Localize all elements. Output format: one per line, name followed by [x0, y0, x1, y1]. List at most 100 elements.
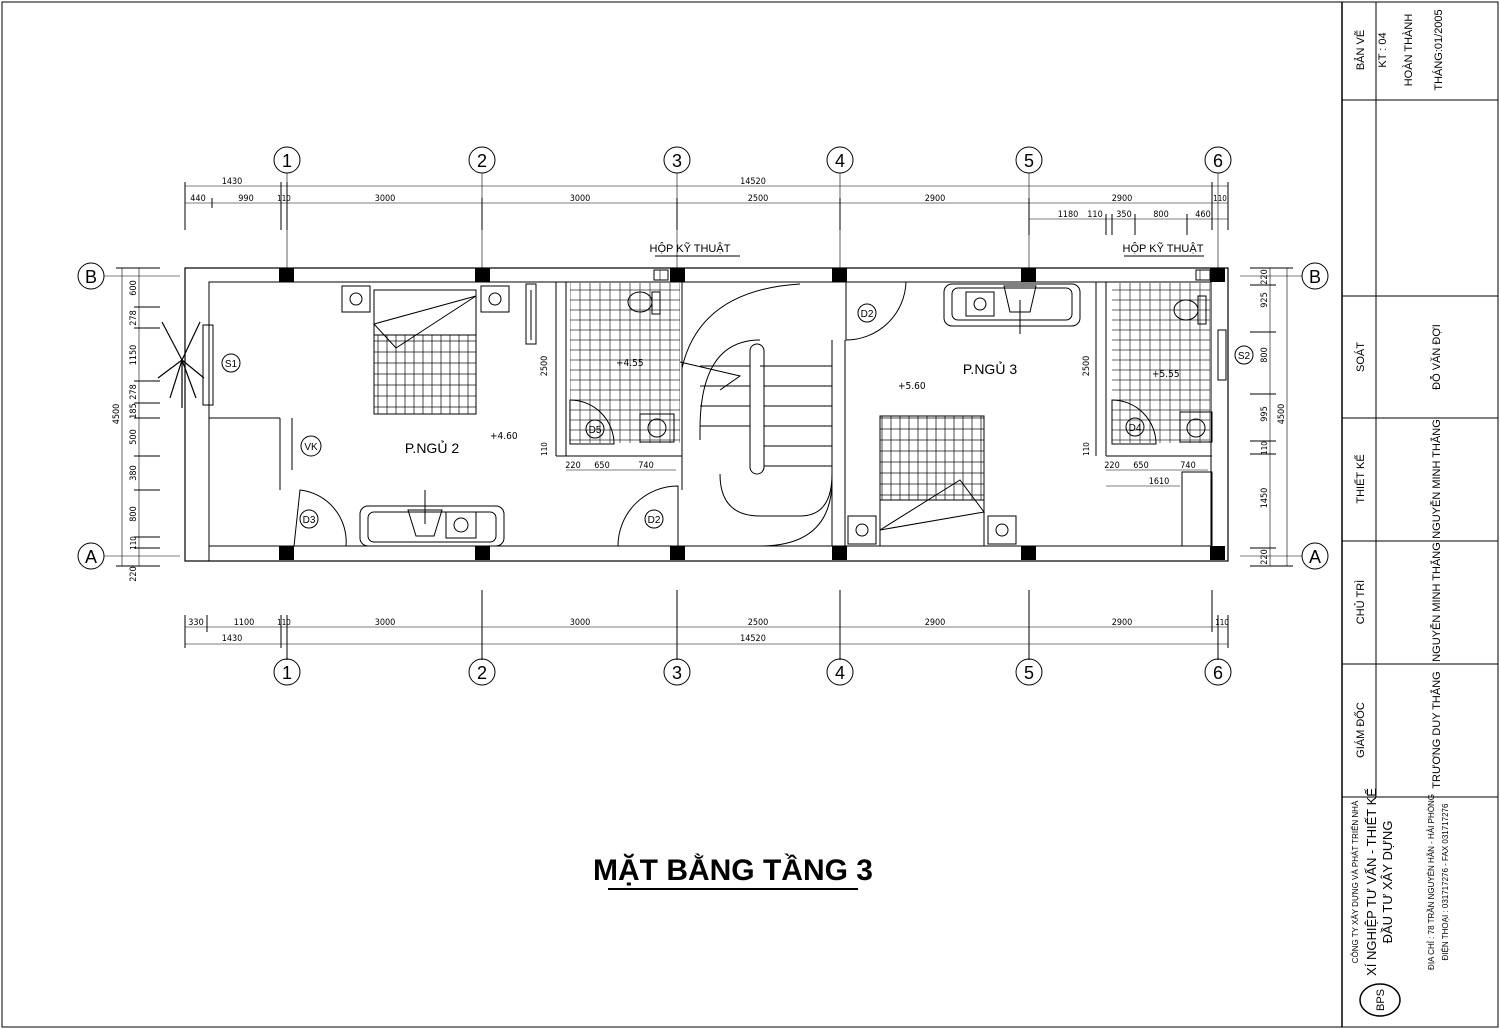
svg-text:110: 110 — [1215, 618, 1229, 627]
svg-text:110: 110 — [277, 618, 291, 627]
role-design: THIẾT KẾ — [1354, 454, 1367, 503]
svg-text:460: 460 — [1195, 210, 1210, 220]
dimension-text-bottom: 330 1100 110 3000 3000 2500 2900 2900 11… — [188, 618, 1229, 644]
toilet-left — [627, 291, 661, 315]
svg-text:14520: 14520 — [740, 634, 766, 644]
level-mark: +5.60 — [898, 381, 926, 392]
axis-1-bottom: 1 — [273, 658, 301, 686]
dimension-text-right: 220 925 800 995 110 1450 220 4500 — [1260, 269, 1287, 564]
axis-B-right: B — [1240, 262, 1329, 290]
svg-text:4500: 4500 — [112, 404, 122, 425]
svg-text:2500: 2500 — [540, 356, 550, 377]
svg-text:800: 800 — [129, 506, 139, 521]
svg-text:500: 500 — [129, 429, 139, 444]
axis-6-bottom: 6 — [1204, 658, 1232, 686]
sheet-number: KT : 04 — [1377, 32, 1389, 67]
svg-text:740: 740 — [1180, 461, 1195, 471]
room-label-bedroom-3: P.NGỦ 3 — [963, 360, 1017, 377]
svg-text:800: 800 — [1153, 210, 1168, 220]
svg-text:14520: 14520 — [740, 177, 766, 187]
dimension-text-left: 600 278 1150 278 185 500 380 800 110 220… — [112, 280, 139, 581]
svg-text:380: 380 — [129, 465, 139, 480]
inner-wall — [208, 281, 1212, 547]
svg-text:990: 990 — [238, 194, 253, 204]
svg-text:995: 995 — [1260, 406, 1270, 421]
svg-text:S2: S2 — [1238, 351, 1251, 362]
wardrobe-right — [1181, 471, 1213, 547]
name-check: ĐỖ VĂN ĐỢI — [1430, 324, 1443, 390]
svg-text:440: 440 — [190, 194, 205, 204]
svg-text:2: 2 — [477, 663, 487, 683]
svg-text:220: 220 — [1260, 549, 1270, 564]
svg-text:110: 110 — [277, 194, 291, 203]
svg-text:D4: D4 — [1129, 423, 1142, 434]
door-d4 — [1111, 399, 1157, 445]
name-design: NGUYỄN MINH THẮNG — [1430, 419, 1443, 539]
dimensions-left — [116, 267, 160, 567]
svg-text:650: 650 — [594, 461, 609, 471]
svg-text:5: 5 — [1024, 663, 1034, 683]
toilet-right — [1173, 295, 1207, 325]
level-mark: +5.55 — [1152, 369, 1180, 380]
svg-text:600: 600 — [129, 280, 139, 295]
tech-box-left-label: HỘP KỸ THUẬT — [650, 242, 731, 255]
svg-text:2500: 2500 — [748, 194, 769, 204]
level-mark: +4.55 — [616, 358, 644, 369]
svg-text:1150: 1150 — [129, 345, 139, 366]
svg-text:D2: D2 — [648, 515, 661, 526]
name-lead: NGUYỄN MINH THẮNG — [1430, 542, 1443, 662]
svg-text:A: A — [85, 547, 97, 567]
tag-s2: S2 — [1234, 345, 1254, 365]
basin-right — [1179, 411, 1213, 443]
company-address: ĐỊA CHỈ : 78 TRẦN NGUYÊN HÃN - HẢI PHÒNG — [1426, 794, 1436, 970]
sheet-status: HOÀN THÀNH — [1402, 14, 1415, 87]
sheet-label: BẢN VẼ — [1354, 30, 1367, 70]
level-mark: +4.60 — [490, 431, 518, 442]
svg-text:2900: 2900 — [925, 618, 946, 628]
company-logo: BPS — [1359, 983, 1401, 1017]
basin-left — [639, 413, 675, 443]
interior-dimensions: 2500 110 220 650 740 2500 110 220 650 74… — [540, 356, 1208, 487]
svg-text:3000: 3000 — [570, 194, 591, 204]
svg-text:3000: 3000 — [570, 618, 591, 628]
tag-d4: D4 — [1125, 417, 1145, 437]
bed-bedroom-3 — [847, 415, 1017, 547]
svg-text:S1: S1 — [225, 359, 238, 370]
tag-vk: VK — [300, 435, 322, 457]
door-d3 — [293, 489, 347, 547]
desk-bedroom-3 — [943, 283, 1081, 334]
svg-text:278: 278 — [129, 310, 139, 325]
svg-text:2900: 2900 — [925, 194, 946, 204]
svg-text:220: 220 — [1104, 461, 1119, 471]
door-d5 — [569, 399, 615, 445]
svg-text:D5: D5 — [589, 425, 602, 436]
svg-text:3000: 3000 — [375, 194, 396, 204]
room-label-bedroom-2: P.NGỦ 2 — [405, 439, 459, 456]
svg-text:740: 740 — [638, 461, 653, 471]
svg-text:2: 2 — [477, 151, 487, 171]
svg-text:2900: 2900 — [1112, 618, 1133, 628]
tag-s1: S1 — [221, 353, 241, 373]
svg-text:110: 110 — [1087, 210, 1102, 220]
outer-wall — [184, 267, 1229, 562]
axis-6-top: 6 — [1204, 146, 1232, 270]
svg-text:D3: D3 — [303, 515, 316, 526]
drawing-title: MẶT BẰNG TẦNG 3 — [593, 853, 873, 887]
svg-text:1430: 1430 — [222, 634, 243, 644]
svg-text:1180: 1180 — [1058, 210, 1079, 220]
svg-text:800: 800 — [1260, 347, 1270, 362]
svg-text:925: 925 — [1260, 292, 1270, 307]
svg-text:330: 330 — [188, 618, 203, 628]
svg-text:278: 278 — [129, 384, 139, 399]
svg-text:1: 1 — [282, 151, 292, 171]
svg-text:BPS: BPS — [1375, 989, 1387, 1011]
svg-text:3: 3 — [672, 663, 682, 683]
svg-text:110: 110 — [1082, 442, 1091, 456]
bed-bedroom-2 — [341, 285, 510, 415]
svg-text:A: A — [1309, 547, 1321, 567]
company-line3: ĐẦU TƯ XÂY DỰNG — [1380, 821, 1395, 944]
svg-text:D2: D2 — [861, 309, 874, 320]
svg-text:2500: 2500 — [1082, 356, 1092, 377]
svg-text:1450: 1450 — [1260, 488, 1270, 509]
